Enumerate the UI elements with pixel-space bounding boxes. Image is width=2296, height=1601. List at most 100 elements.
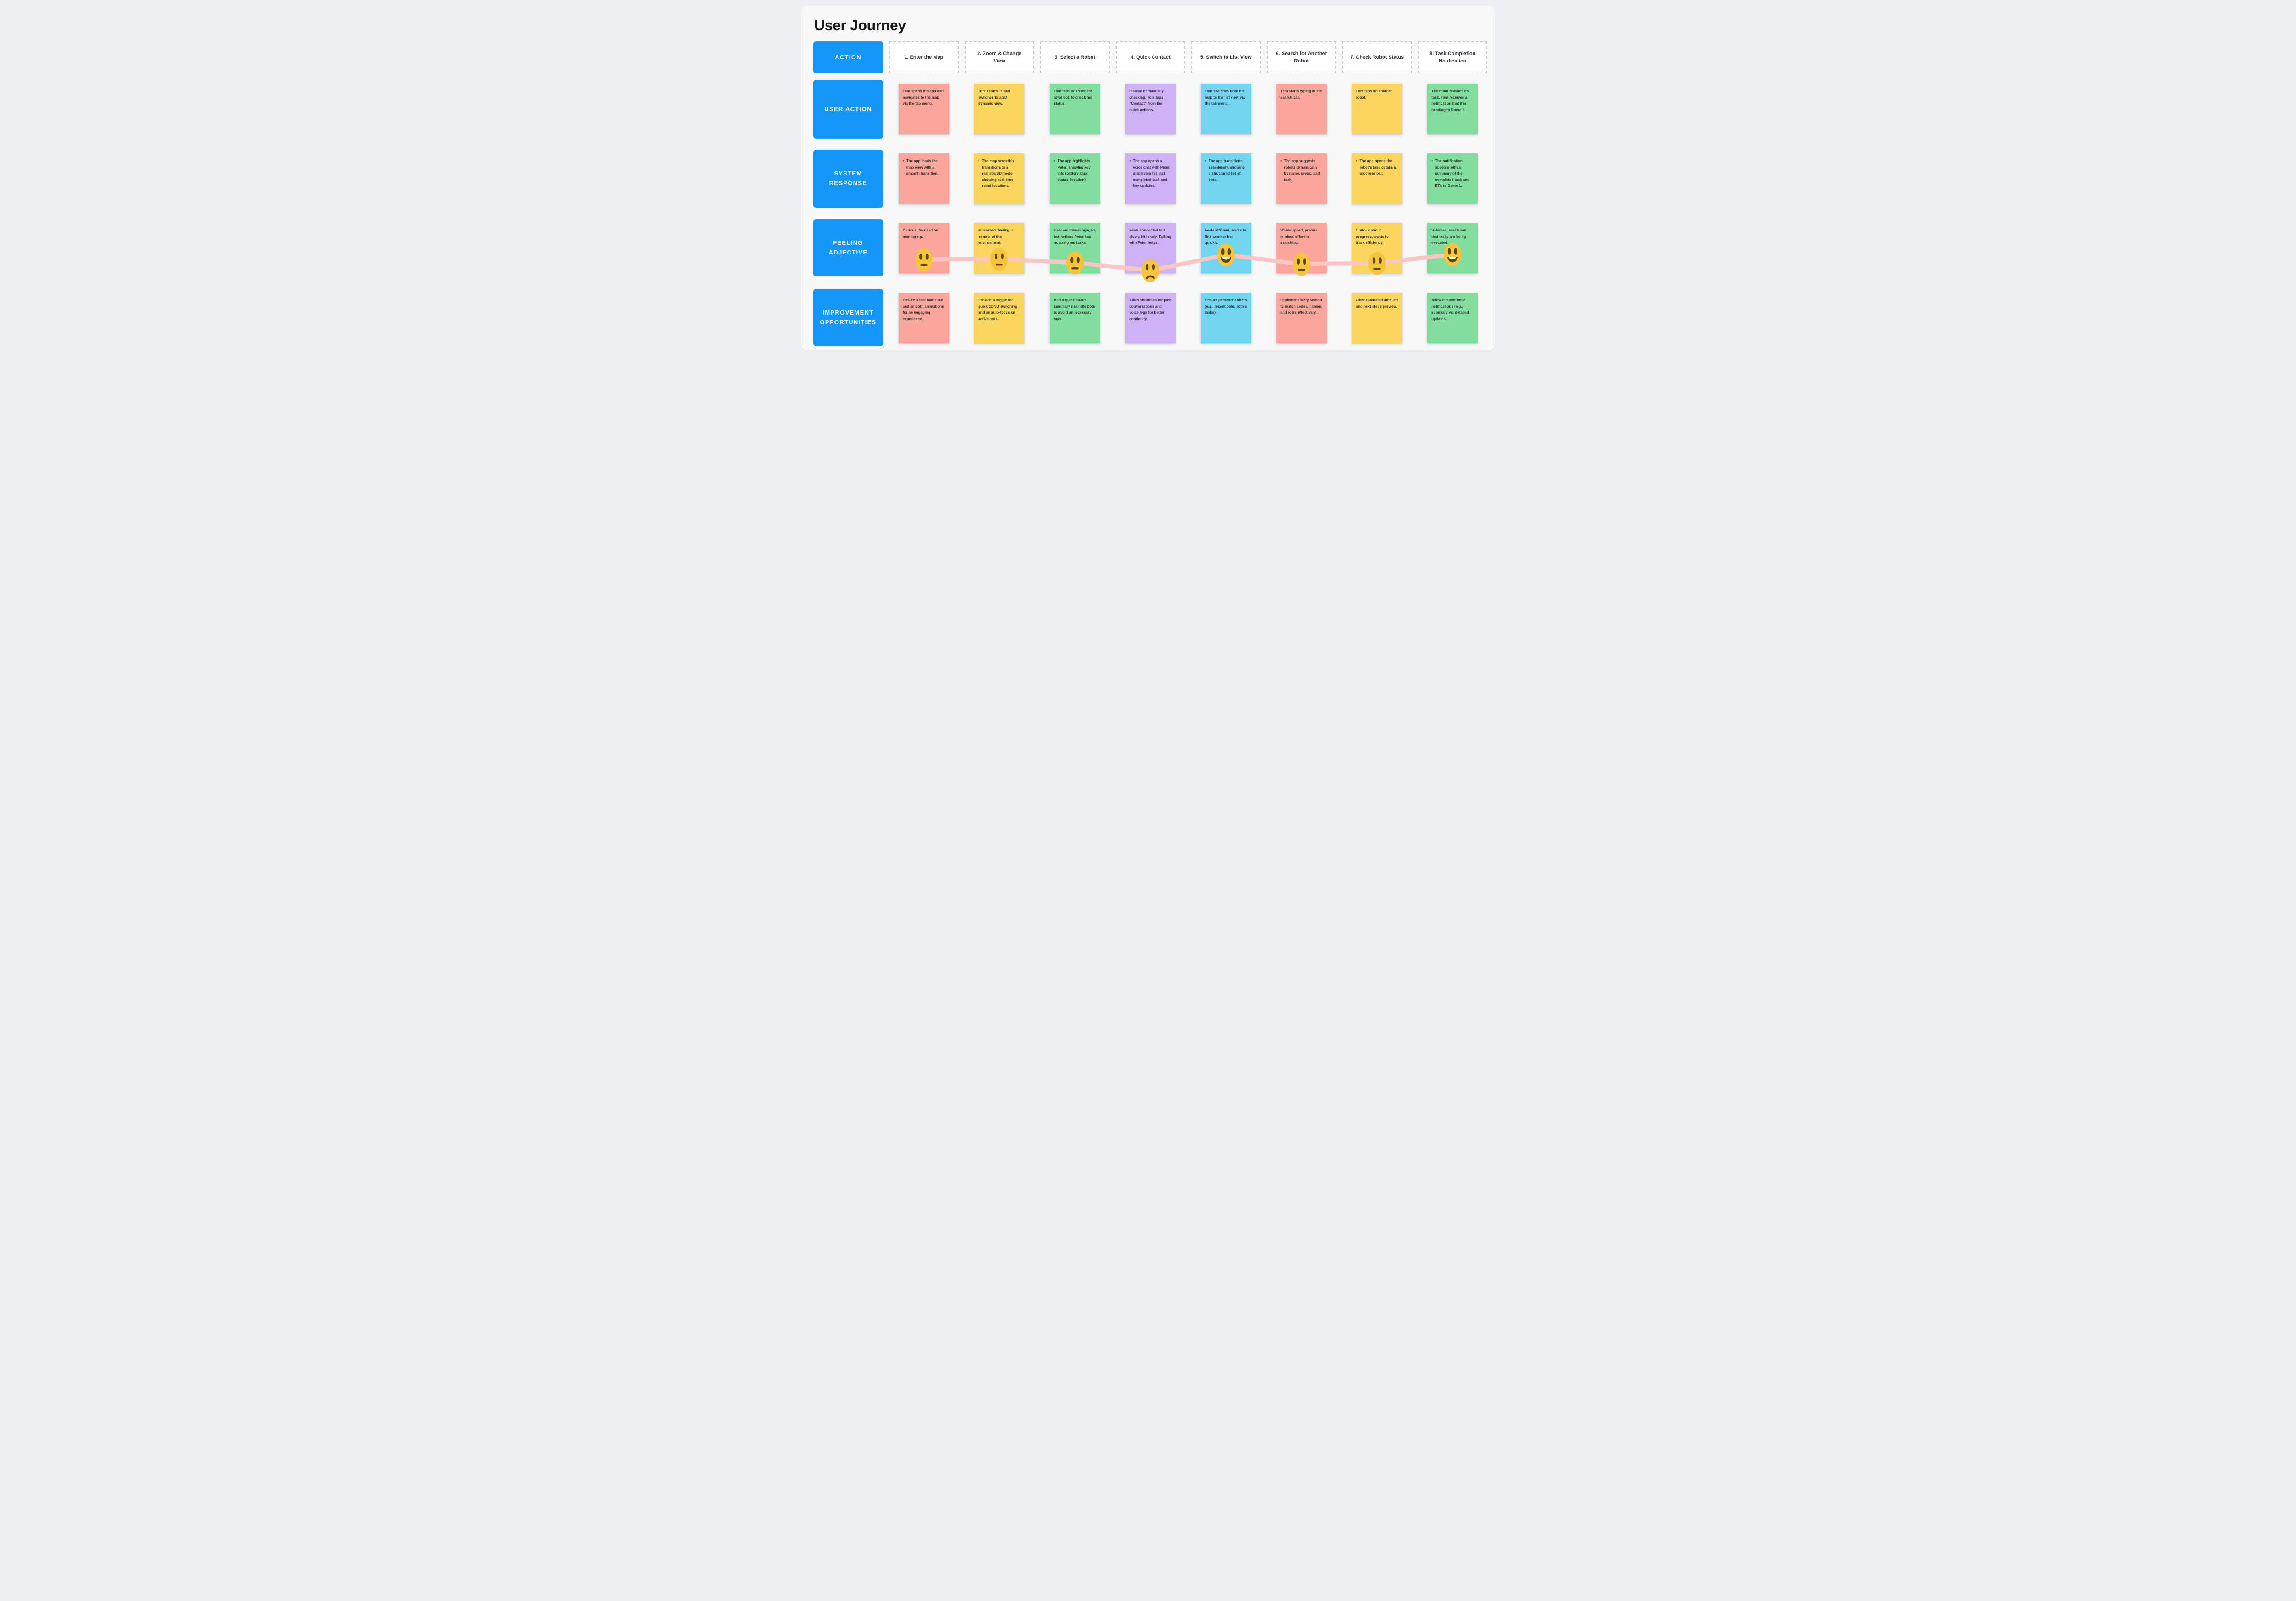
cell: The notification appears with a summary … xyxy=(1418,150,1488,208)
cell: The map smoothly transitions to a realis… xyxy=(965,150,1035,208)
page-title: User Journey xyxy=(814,17,906,34)
cell: The app highlights Peter, showing key in… xyxy=(1040,150,1110,208)
row-label-user-action[interactable]: USER ACTION xyxy=(813,80,883,139)
cell: Implement fuzzy search to match codes, n… xyxy=(1267,289,1337,346)
note-text: Tom starts typing in the search bar. xyxy=(1280,89,1322,100)
step-header-1[interactable]: 1. Enter the Map xyxy=(889,41,959,73)
note-text: Tom taps on another robot. xyxy=(1356,89,1392,100)
note-improvement[interactable]: Add a quick status summary near idle bot… xyxy=(1049,293,1100,343)
journey-board: User Journey ACTION 1. Enter the Map 2. … xyxy=(801,6,1495,350)
note-text: Wants speed, prefers minimal effort in s… xyxy=(1280,228,1317,245)
cell: Tom zooms in and switches to a 3D dynami… xyxy=(965,80,1035,139)
step-header-8[interactable]: 8. Task Completion Notification xyxy=(1418,41,1487,73)
note-text: The robot finishes its task. Tom receive… xyxy=(1431,89,1469,112)
note-text: Instead of manually checking, Tom taps “… xyxy=(1129,89,1164,112)
mood-emoji[interactable] xyxy=(1217,243,1235,267)
step-header-3[interactable]: 3. Select a Robot xyxy=(1040,41,1110,73)
note-user-action[interactable]: Instead of manually checking, Tom taps “… xyxy=(1125,84,1176,134)
note-text: Feels connected but also a bit lonely. T… xyxy=(1129,228,1171,245)
row-label-feeling[interactable]: FEELING ADJECTIVE xyxy=(813,219,883,276)
note-system-response[interactable]: The app loads the map view with a smooth… xyxy=(898,153,949,204)
cell: Immersed, feeling in control of the envi… xyxy=(965,219,1035,276)
mood-emoji[interactable] xyxy=(915,248,933,272)
note-improvement[interactable]: Implement fuzzy search to match codes, n… xyxy=(1276,293,1327,343)
mood-emoji[interactable] xyxy=(1141,259,1159,283)
cell: Tom starts typing in the search bar. xyxy=(1267,80,1337,139)
cell: Provide a toggle for quick 2D/3D switchi… xyxy=(965,289,1035,346)
note-system-response[interactable]: The map smoothly transitions to a realis… xyxy=(974,153,1025,204)
cell: Ensure persistent filters (e.g., recent … xyxy=(1191,289,1261,346)
note-user-action[interactable]: Tom opens the app and navigates to the m… xyxy=(898,84,949,134)
cell: Allow customizable notifications (e.g., … xyxy=(1418,289,1488,346)
cell: Add a quick status summary near idle bot… xyxy=(1040,289,1110,346)
note-text: Add a quick status summary near idle bot… xyxy=(1053,298,1095,321)
cell: Allow shortcuts for past conversations a… xyxy=(1116,289,1186,346)
note-text: Ensure a fast load time and smooth anima… xyxy=(902,298,944,321)
cell: The app loads the map view with a smooth… xyxy=(889,150,959,208)
step-header-4[interactable]: 4. Quick Contact xyxy=(1115,41,1185,73)
note-improvement[interactable]: Ensure persistent filters (e.g., recent … xyxy=(1200,293,1251,343)
note-improvement[interactable]: Ensure a fast load time and smooth anima… xyxy=(898,293,949,343)
feeling-row: FEELING ADJECTIVE Curious, focused on mo… xyxy=(813,219,1488,282)
note-text: The app loads the map view with a smooth… xyxy=(906,159,939,176)
note-text: The app opens a voice chat with Peter, d… xyxy=(1133,159,1171,188)
note-user-action[interactable]: The robot finishes its task. Tom receive… xyxy=(1427,84,1478,134)
cell: Feels efficient, wants to find another b… xyxy=(1191,219,1261,276)
note-text: Tom taps on Peter, his loyal bot, to che… xyxy=(1053,89,1093,106)
note-user-action[interactable]: Tom zooms in and switches to a 3D dynami… xyxy=(974,84,1025,134)
note-text: Tom switches from the map to the list vi… xyxy=(1204,89,1245,106)
note-text: The app opens the robot's task details &… xyxy=(1359,159,1397,176)
note-user-action[interactable]: Tom switches from the map to the list vi… xyxy=(1200,84,1251,134)
step-header-2[interactable]: 2. Zoom & Change View xyxy=(964,41,1034,73)
note-improvement[interactable]: Allow customizable notifications (e.g., … xyxy=(1427,293,1478,343)
step-header-7[interactable]: 7. Check Robot Status xyxy=(1342,41,1412,73)
mood-emoji[interactable] xyxy=(990,247,1008,271)
improvement-row: IMPROVEMENT OPPORTUNITIES Ensure a fast … xyxy=(813,289,1487,346)
note-text: Immersed, feeling in control of the envi… xyxy=(978,228,1014,245)
note-user-action[interactable]: Tom starts typing in the search bar. xyxy=(1276,84,1327,134)
mood-emoji[interactable] xyxy=(1368,251,1386,276)
note-system-response[interactable]: The app opens a voice chat with Peter, d… xyxy=(1125,153,1176,204)
note-text: The notification appears with a summary … xyxy=(1435,159,1469,188)
cell: Ensure a fast load time and smooth anima… xyxy=(889,289,959,346)
note-text: User emotionsEngaged, but notices Peter … xyxy=(1053,228,1096,245)
note-text: The map smoothly transitions to a realis… xyxy=(982,159,1014,188)
cell: Satisfied, reassured that tasks are bein… xyxy=(1418,219,1488,276)
cell: The app suggests robots dynamically by n… xyxy=(1267,150,1337,208)
note-system-response[interactable]: The app opens the robot's task details &… xyxy=(1351,153,1402,204)
note-text: Feels efficient, wants to find another b… xyxy=(1204,228,1246,245)
step-header-6[interactable]: 6. Search for Another Robot xyxy=(1266,41,1336,73)
mood-emoji[interactable] xyxy=(1443,242,1462,267)
mood-emoji[interactable] xyxy=(1292,252,1311,276)
note-improvement[interactable]: Provide a toggle for quick 2D/3D switchi… xyxy=(974,293,1025,343)
note-system-response[interactable]: The app highlights Peter, showing key in… xyxy=(1049,153,1100,204)
cell: Curious about progress, wants to track e… xyxy=(1342,219,1412,276)
system-response-row: SYSTEM RESPONSE The app loads the map vi… xyxy=(813,150,1487,208)
note-user-action[interactable]: Tom taps on Peter, his loyal bot, to che… xyxy=(1049,84,1100,134)
step-header-5[interactable]: 5. Switch to List View xyxy=(1191,41,1261,73)
note-text: Ensure persistent filters (e.g., recent … xyxy=(1204,298,1247,315)
mood-emoji[interactable] xyxy=(1066,251,1084,275)
note-improvement[interactable]: Allow shortcuts for past conversations a… xyxy=(1125,293,1176,343)
note-text: Allow customizable notifications (e.g., … xyxy=(1431,298,1469,321)
note-text: Allow shortcuts for past conversations a… xyxy=(1129,298,1171,321)
note-improvement[interactable]: Offer estimated time left and next steps… xyxy=(1351,293,1402,343)
user-action-row: USER ACTION Tom opens the app and naviga… xyxy=(813,80,1487,139)
cell: Tom taps on another robot. xyxy=(1342,80,1412,139)
note-system-response[interactable]: The app transitions seamlessly, showing … xyxy=(1200,153,1251,204)
row-label-action[interactable]: ACTION xyxy=(813,41,883,73)
cell: The app opens a voice chat with Peter, d… xyxy=(1116,150,1186,208)
note-user-action[interactable]: Tom taps on another robot. xyxy=(1351,84,1402,134)
cell: Feels connected but also a bit lonely. T… xyxy=(1116,219,1186,282)
row-label-system-response[interactable]: SYSTEM RESPONSE xyxy=(813,150,883,208)
note-system-response[interactable]: The app suggests robots dynamically by n… xyxy=(1276,153,1327,204)
cell: The app transitions seamlessly, showing … xyxy=(1191,150,1261,208)
row-label-improvement[interactable]: IMPROVEMENT OPPORTUNITIES xyxy=(813,289,883,346)
cell: User emotionsEngaged, but notices Peter … xyxy=(1040,219,1110,276)
cell: Tom switches from the map to the list vi… xyxy=(1191,80,1261,139)
note-text: Provide a toggle for quick 2D/3D switchi… xyxy=(978,298,1018,321)
cell: Tom opens the app and navigates to the m… xyxy=(889,80,959,139)
cell: Offer estimated time left and next steps… xyxy=(1342,289,1412,346)
note-system-response[interactable]: The notification appears with a summary … xyxy=(1427,153,1478,204)
note-text: Curious about progress, wants to track e… xyxy=(1356,228,1389,245)
